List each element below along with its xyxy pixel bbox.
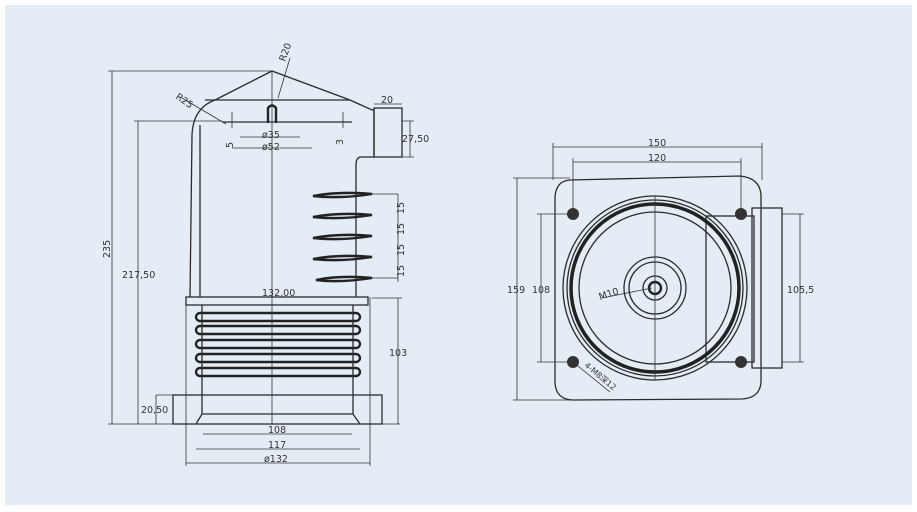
dim-103: 103 <box>389 348 407 359</box>
dim-5: 5 <box>225 142 236 148</box>
dim-15: 15 <box>396 202 407 214</box>
shed <box>312 191 373 199</box>
dim-117: 117 <box>268 440 286 451</box>
bellows <box>194 311 362 378</box>
side-view: 235 217,50 R20 R25 ø35 ø52 5 3 20 27,50 … <box>102 42 429 466</box>
dim-217-50: 217,50 <box>122 270 155 281</box>
shed <box>312 233 373 241</box>
dim-d52: ø52 <box>262 142 280 153</box>
box-inner <box>705 215 755 363</box>
top-view: 150 120 159 108 105,5 M10 4-M8深12 <box>507 138 814 401</box>
dim-108: 108 <box>532 285 550 296</box>
dim-15: 15 <box>396 223 407 235</box>
dim-d132: ø132 <box>264 454 288 465</box>
bottom-step <box>195 413 361 425</box>
shed <box>315 275 373 283</box>
dim-15: 15 <box>396 244 407 256</box>
dim-150: 150 <box>648 138 666 149</box>
dim-r25: R25 <box>173 91 195 111</box>
shed <box>312 212 373 220</box>
dim-d35: ø35 <box>262 130 280 141</box>
sheds <box>312 191 373 283</box>
dim-20: 20 <box>381 95 393 106</box>
dim-105-5: 105,5 <box>787 285 814 296</box>
dim-m10: M10 <box>598 286 621 303</box>
dim-3: 3 <box>335 139 346 145</box>
terminal-box-top <box>751 207 783 369</box>
dim-15: 15 <box>396 265 407 277</box>
dim-235: 235 <box>102 240 113 258</box>
dim-132-00: 132,00 <box>262 288 295 299</box>
shed <box>312 254 373 262</box>
dim-27-50: 27,50 <box>402 134 429 145</box>
base-walls <box>201 305 354 414</box>
insulator-body-outline <box>189 70 375 298</box>
bolt-hole <box>735 356 747 368</box>
dim-20-50: 20,50 <box>141 405 168 416</box>
upper-flange <box>185 296 369 306</box>
dim-159: 159 <box>507 285 525 296</box>
dim-108: 108 <box>268 425 286 436</box>
mounting-flange <box>172 394 383 425</box>
side-dimensions <box>108 57 414 466</box>
dim-r20: R20 <box>277 42 294 63</box>
base-plate <box>554 175 762 401</box>
top-dimensions <box>513 143 804 401</box>
side-dimension-labels: 235 217,50 R20 R25 ø35 ø52 5 3 20 27,50 … <box>102 42 429 465</box>
dim-120: 120 <box>648 153 666 164</box>
terminal-box <box>373 107 403 158</box>
